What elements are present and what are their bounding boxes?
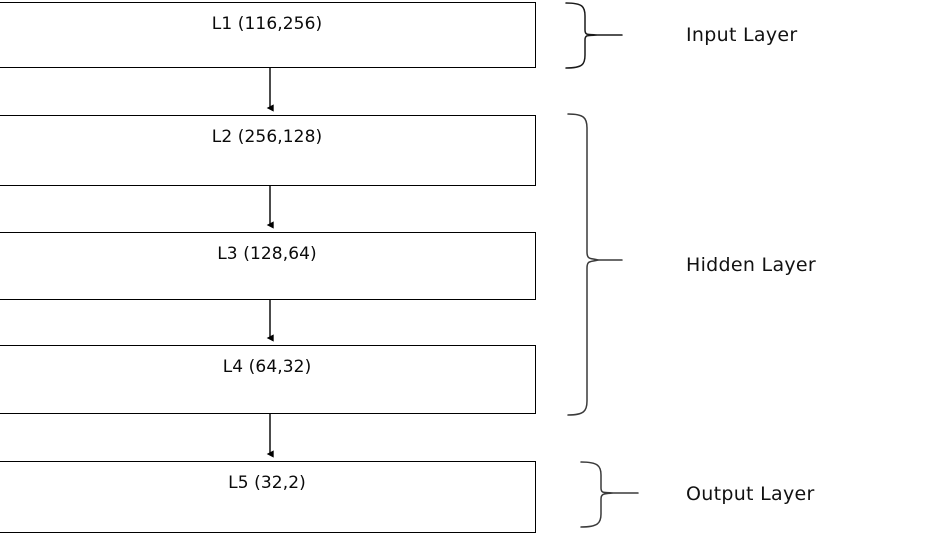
- layer-box-l5: L5 (32,2): [0, 461, 536, 533]
- brace-output-layer: [580, 461, 639, 528]
- layer-box-l4: L4 (64,32): [0, 345, 536, 414]
- brace-hidden-layer: [567, 113, 623, 416]
- layer-box-l2: L2 (256,128): [0, 115, 536, 186]
- layer-box-label-l4: L4 (64,32): [222, 357, 312, 377]
- layer-box-label-l1: L1 (116,256): [211, 14, 323, 34]
- brace-input-layer: [565, 2, 623, 69]
- group-label-hidden-layer: Hidden Layer: [686, 254, 817, 276]
- group-label-output-layer: Output Layer: [686, 483, 815, 505]
- layer-box-label-l3: L3 (128,64): [217, 244, 317, 264]
- layer-box-l3: L3 (128,64): [0, 232, 536, 300]
- group-label-input-layer: Input Layer: [686, 24, 798, 46]
- layer-box-l1: L1 (116,256): [0, 2, 536, 68]
- layer-box-label-l5: L5 (32,2): [228, 473, 306, 493]
- layer-box-label-l2: L2 (256,128): [211, 127, 323, 147]
